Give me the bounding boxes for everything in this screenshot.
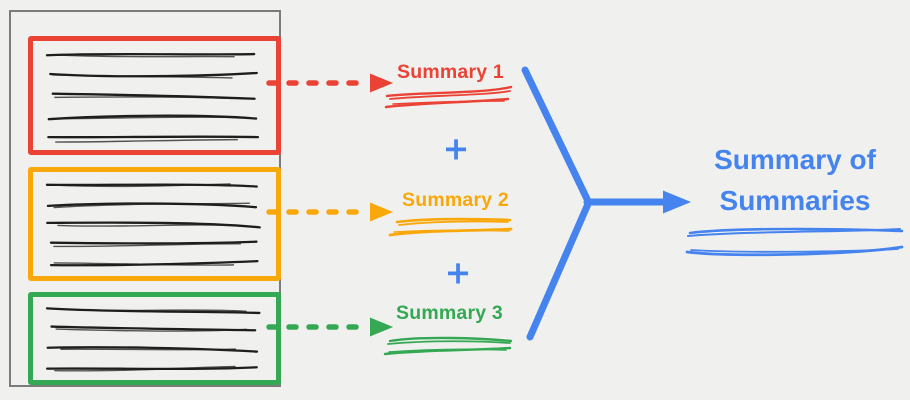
arrowhead-icon — [370, 73, 393, 93]
chunk-3-text-scribbles — [45, 307, 261, 372]
document-chunk-2 — [28, 167, 281, 281]
summary-3-scribble — [383, 336, 513, 356]
document-chunk-1 — [28, 36, 281, 155]
merge-arrow — [521, 66, 691, 341]
arrowhead-icon — [370, 202, 393, 222]
summary-1-label: Summary 1 — [397, 61, 504, 83]
summary-2-scribble — [388, 217, 513, 237]
chunk-2-text-scribbles — [45, 183, 261, 267]
source-document — [9, 10, 281, 387]
arrowhead-icon — [370, 317, 393, 337]
plus-operator-1: + — [442, 129, 470, 168]
document-chunk-3 — [28, 292, 281, 385]
chunk-1-text-scribbles — [45, 52, 260, 143]
chunk-1-arrow — [266, 73, 393, 93]
result-scribble — [685, 227, 904, 257]
chunk-2-arrow — [266, 202, 393, 222]
chunk-3-arrow — [266, 317, 393, 337]
summary-of-summaries-label: Summary of Summaries — [714, 144, 876, 216]
summary-1-scribble — [384, 85, 513, 109]
plus-operator-2: + — [444, 253, 472, 292]
summary-2-label: Summary 2 — [402, 189, 509, 211]
summary-3-label: Summary 3 — [396, 302, 503, 324]
